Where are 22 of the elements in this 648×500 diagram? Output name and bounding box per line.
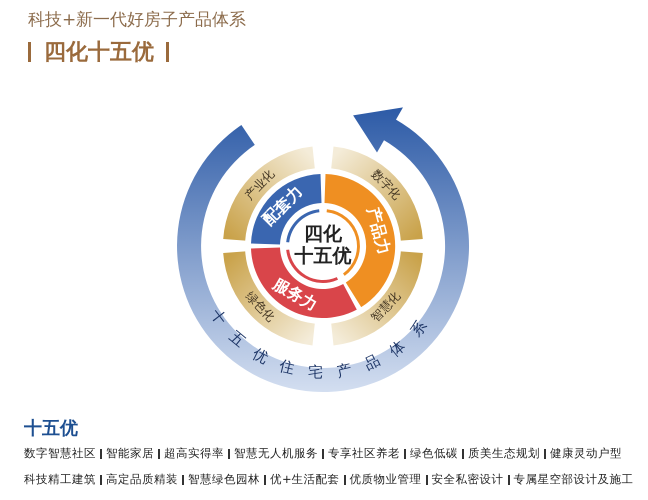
segment-label: 产品力 [362,205,394,258]
title: 科技+新一代好房子产品体系 [28,9,246,31]
list-item: 智慧无人机服务 [234,446,318,461]
list-item: 智慧绿色园林 [188,472,260,487]
list-item: 安全私密设计 [432,472,504,487]
list-item: 优+生活配套 [270,472,340,487]
list-item: 超高实得率 [164,446,224,461]
list-item: 绿色低碳 [410,446,458,461]
band-label: 数字化 [368,166,405,204]
list-item: 数字智慧社区 [24,446,96,461]
center-label: 四化十五优 [294,224,352,268]
list-item: 高定品质精装 [106,472,178,487]
section-heading: 十五优 [24,417,78,440]
list-item: 智能家居 [106,446,154,461]
list-item: 优质物业管理 [350,472,422,487]
band-label: 产业化 [241,166,277,202]
list-item: 质美生态规划 [468,446,540,461]
list-item: 科技精工建筑 [24,472,96,487]
list-item: 专属星空部设计及施工 [514,472,634,487]
list-item: 健康灵动户型 [550,446,622,461]
list-item: 专享社区养老 [328,446,400,461]
heading: 四化十五优 [44,39,154,67]
